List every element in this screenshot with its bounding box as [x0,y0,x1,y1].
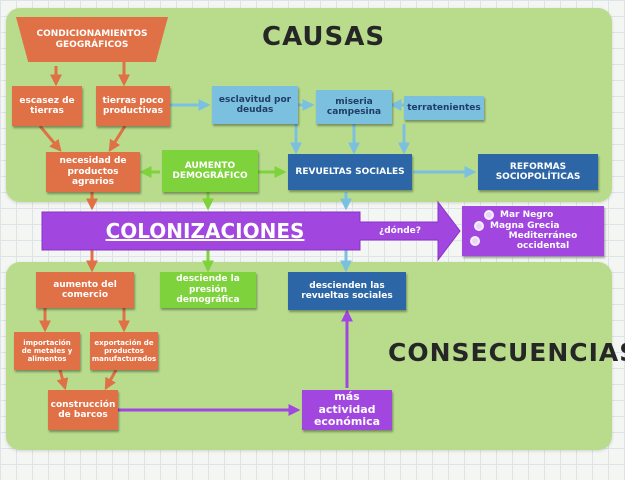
destinations-box: Mar Negro Magna Grecia Mediterráneo occi… [462,206,604,256]
descienden-revueltas-sociales-box: descienden las revueltas sociales [288,272,406,310]
destination-magna-grecia: Magna Grecia [470,221,560,231]
exportacion-productos-manufacturados-box: exportación de productos manufacturados [90,332,158,370]
esclavitud-deudas-box: esclavitud por deudas [212,86,298,124]
destination-mediterraneo-occidental: Mediterráneo occidental [470,231,600,252]
bullet-icon [484,210,494,221]
causes-title: CAUSAS [262,22,386,52]
tierras-poco-productivas-box: tierras poco productivas [96,86,170,126]
bullet-icon [470,236,480,247]
escasez-tierras-box: escasez de tierras [12,86,82,126]
desciende-presion-demografica-box: desciende la presión demográfica [160,272,256,308]
bullet-icon [474,220,484,231]
colonizaciones-arrow [41,200,461,262]
revueltas-sociales-box: REVUELTAS SOCIALES [288,154,412,190]
aumento-comercio-box: aumento del comercio [36,272,134,308]
consequences-title: CONSECUENCIAS [388,338,625,367]
necesidad-productos-agrarios-box: necesidad de productos agrarios [46,152,140,192]
mas-actividad-economica-box: más actividad económica [302,390,392,430]
destination-mar-negro: Mar Negro [470,210,553,221]
terratenientes-box: terratenientes [404,96,484,120]
importacion-metales-alimentos-box: importación de metales y alimentos [14,332,80,370]
aumento-demografico-box: AUMENTO DEMOGRÁFICO [162,150,258,192]
donde-label: ¿dónde? [378,225,422,236]
condicionamientos-geograficos-box: CONDICIONAMIENTOS GEOGRÁFICOS [16,17,168,62]
reformas-sociopoliticas-box: REFORMAS SOCIOPOLÍTICAS [478,154,598,190]
colonizaciones-label: COLONIZACIONES [105,218,305,243]
construccion-barcos-box: construcción de barcos [48,390,118,430]
miseria-campesina-box: miseria campesina [316,90,392,124]
